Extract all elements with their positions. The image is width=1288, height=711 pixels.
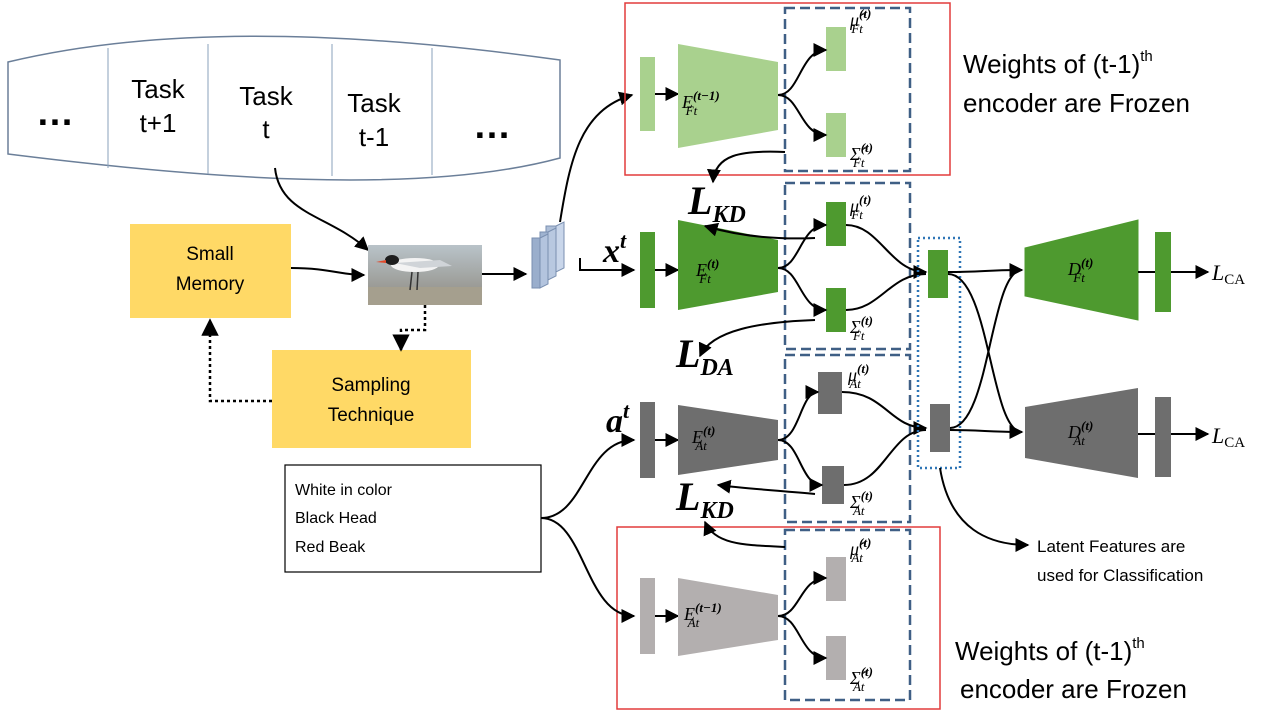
latent-note-line2: used for Classification [1037, 566, 1203, 585]
mu-at-block [818, 372, 842, 414]
sigma-at-block [822, 466, 844, 504]
prev-ft-input-block [640, 57, 655, 131]
task-t-line1: Task [239, 81, 293, 111]
mu-hat-at-label: μ̂(t)At [849, 535, 871, 565]
sigma-at-to-kd-arrow [716, 479, 816, 495]
loss-da: LDA [675, 331, 734, 381]
mu-at-label: μ(t)At [847, 361, 869, 391]
task-tm1-line1: Task [347, 88, 401, 118]
latent-to-classification-arrow [939, 467, 1030, 552]
sigma-ft-to-da-arrow [698, 319, 816, 358]
image-to-sampling-arrow [392, 305, 427, 352]
cnn-feature-stack [531, 221, 565, 289]
ft-input-block [640, 232, 655, 308]
z-ft-block [928, 250, 948, 298]
frozen-note-top-line1: Weights of (t-1)th [963, 48, 1153, 79]
frozen-note-bottom-line1: Weights of (t-1)th [955, 635, 1145, 666]
prev-ft-encoder [678, 44, 778, 148]
small-memory-line2: Memory [176, 274, 245, 295]
prev-ft-latent-frame [783, 6, 912, 173]
frozen-note-bottom-line2: encoder are Frozen [960, 674, 1187, 704]
latent-note-line1: Latent Features are [1037, 537, 1185, 556]
cnn-to-ft-arrow [579, 258, 636, 277]
task-to-image-arrow [274, 167, 370, 251]
loss-ca-top: LCA [1211, 260, 1245, 288]
sampling-to-memory-arrow [201, 318, 272, 403]
ft-output-block [1155, 232, 1171, 312]
sigma-hat-ft-block [826, 113, 846, 157]
x-input-label: xt [602, 228, 627, 270]
sampling-technique-box: Sampling Technique [272, 350, 471, 448]
at-output-block [1155, 397, 1171, 477]
task-tm1-line2: t-1 [359, 122, 389, 152]
sigma-ft-label: Σ(t)Ft [849, 313, 873, 343]
mu-ft-block [826, 202, 846, 246]
z-at-block [930, 404, 950, 452]
sigma-at-label: Σ(t)At [849, 488, 873, 518]
cnn-to-prev-ft-arrow [559, 91, 634, 223]
frozen-note-top-line2: encoder are Frozen [963, 88, 1190, 118]
mu-hat-at-block [826, 557, 846, 601]
mu-ft-to-kd-arrow [703, 222, 816, 240]
sampling-line2: Technique [328, 405, 415, 426]
at-decoder-label: D(t)At [1067, 418, 1093, 448]
ellipsis-right: … [473, 105, 511, 147]
sigma-hat-ft-label: Σ̂(t)Ft [849, 140, 873, 170]
at-input-block [640, 402, 655, 478]
sampling-line1: Sampling [331, 375, 410, 396]
mu-hat-ft-label: μ̂(t)Ft [849, 6, 871, 36]
attribute-line-3: Red Beak [295, 539, 366, 556]
mu-ft-label: μ(t)Ft [849, 192, 871, 222]
small-memory-box: Small Memory [130, 224, 291, 318]
at-encoder-label: E(t)At [691, 423, 715, 453]
at-decoder [1025, 388, 1138, 478]
attributes-to-at-arrow [540, 433, 636, 519]
kd-top-source-arrow [706, 150, 786, 184]
attribute-line-2: Black Head [295, 510, 377, 527]
ft-decoder-label: D(t)Ft [1067, 255, 1093, 285]
bird-image [368, 245, 482, 305]
attribute-text-box: White in color Black Head Red Beak [284, 464, 542, 573]
prev-at-encoder-label: E(t−1)At [683, 600, 722, 630]
prev-at-latent-frame [783, 528, 912, 702]
a-input-label: at [606, 398, 630, 440]
attribute-line-1: White in color [295, 482, 393, 499]
latent-features-frame [916, 236, 962, 470]
loss-kd-top: LKD [687, 178, 746, 228]
ft-decoder [1024, 219, 1139, 321]
loss-ca-bottom: LCA [1211, 423, 1245, 451]
frozen-ft-frame [624, 2, 951, 176]
task-t1-line1: Task [131, 74, 185, 104]
sigma-hat-at-block [826, 636, 846, 680]
prev-at-input-block [640, 578, 655, 654]
frozen-at-frame [616, 526, 941, 710]
task-stream: … Task t+1 Task t Task t-1 … [7, 35, 561, 181]
task-t-line2: t [262, 114, 270, 144]
ft-encoder-label: E(t)Ft [695, 256, 719, 286]
prev-at-encoder [678, 578, 778, 656]
ft-encoder [678, 220, 778, 310]
ft-latent-frame [783, 181, 912, 351]
ellipsis-left: … [36, 92, 74, 134]
prev-ft-encoder-label: E(t−1)Ft [681, 88, 720, 118]
mu-hat-ft-block [826, 27, 846, 71]
loss-kd-bottom: LKD [675, 474, 734, 524]
task-t1-line2: t+1 [140, 108, 177, 138]
sigma-hat-at-label: Σ̂(t)At [849, 664, 873, 694]
memory-to-image-arrow [290, 267, 366, 282]
at-encoder [678, 405, 778, 475]
attributes-to-prev-at-arrow [540, 517, 636, 623]
small-memory-line1: Small [186, 244, 234, 265]
mu-hat-at-to-kd-arrow [703, 520, 786, 548]
sigma-ft-block [826, 288, 846, 332]
